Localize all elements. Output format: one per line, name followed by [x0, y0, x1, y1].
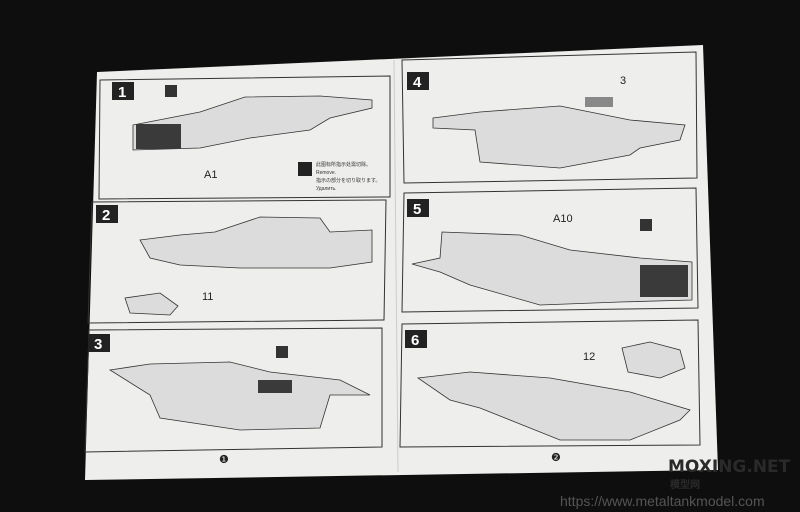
- page-number: ❷: [551, 452, 561, 464]
- step-4-panel: 4 3: [401, 51, 698, 184]
- step-number: 1: [118, 84, 126, 101]
- step-badge: [112, 82, 134, 100]
- remove-icon: [165, 85, 177, 97]
- watermark-url: https://www.metaltankmodel.com: [560, 493, 765, 509]
- part-label: 3: [620, 75, 626, 87]
- step-2-panel: 2 11: [87, 199, 387, 324]
- step-5-panel: 5 A10: [401, 187, 699, 313]
- step-6-panel: 6 12: [399, 319, 701, 448]
- remove-icon: [276, 346, 288, 358]
- remove-icon: [640, 219, 652, 231]
- watermark-logo-sub: 模型网: [670, 478, 700, 491]
- part-3: [585, 97, 613, 107]
- step-number: 5: [413, 201, 421, 218]
- step-1-panel: 1 A1 此图标所指示处需切除。 Remove. 指示の部分を切り取ります。 У…: [98, 75, 391, 200]
- step-number: 2: [102, 207, 110, 224]
- remove-notice-japanese: 指示の部分を切り取ります。: [316, 177, 381, 184]
- step-number: 6: [411, 332, 419, 349]
- remove-notice-russian: Удалить.: [316, 186, 336, 192]
- remove-icon: [298, 162, 312, 176]
- part-label: A1: [204, 169, 217, 181]
- part-label: 12: [583, 351, 595, 363]
- remove-area: [136, 124, 181, 149]
- step-number: 3: [94, 336, 102, 353]
- step-3-panel: 3: [84, 327, 383, 453]
- part-label: A10: [553, 213, 573, 225]
- watermark-logo: MOXING.NET: [668, 457, 791, 477]
- remove-notice-chinese: 此图标所指示处需切除。: [316, 161, 371, 168]
- step-number: 4: [413, 74, 422, 91]
- remove-notice-english: Remove.: [316, 170, 336, 176]
- page-fold: [393, 59, 399, 473]
- part-label: 11: [202, 291, 213, 303]
- page-number: ❶: [219, 454, 229, 466]
- remove-notice: 此图标所指示处需切除。 Remove. 指示の部分を切り取ります。 Удалит…: [298, 161, 381, 192]
